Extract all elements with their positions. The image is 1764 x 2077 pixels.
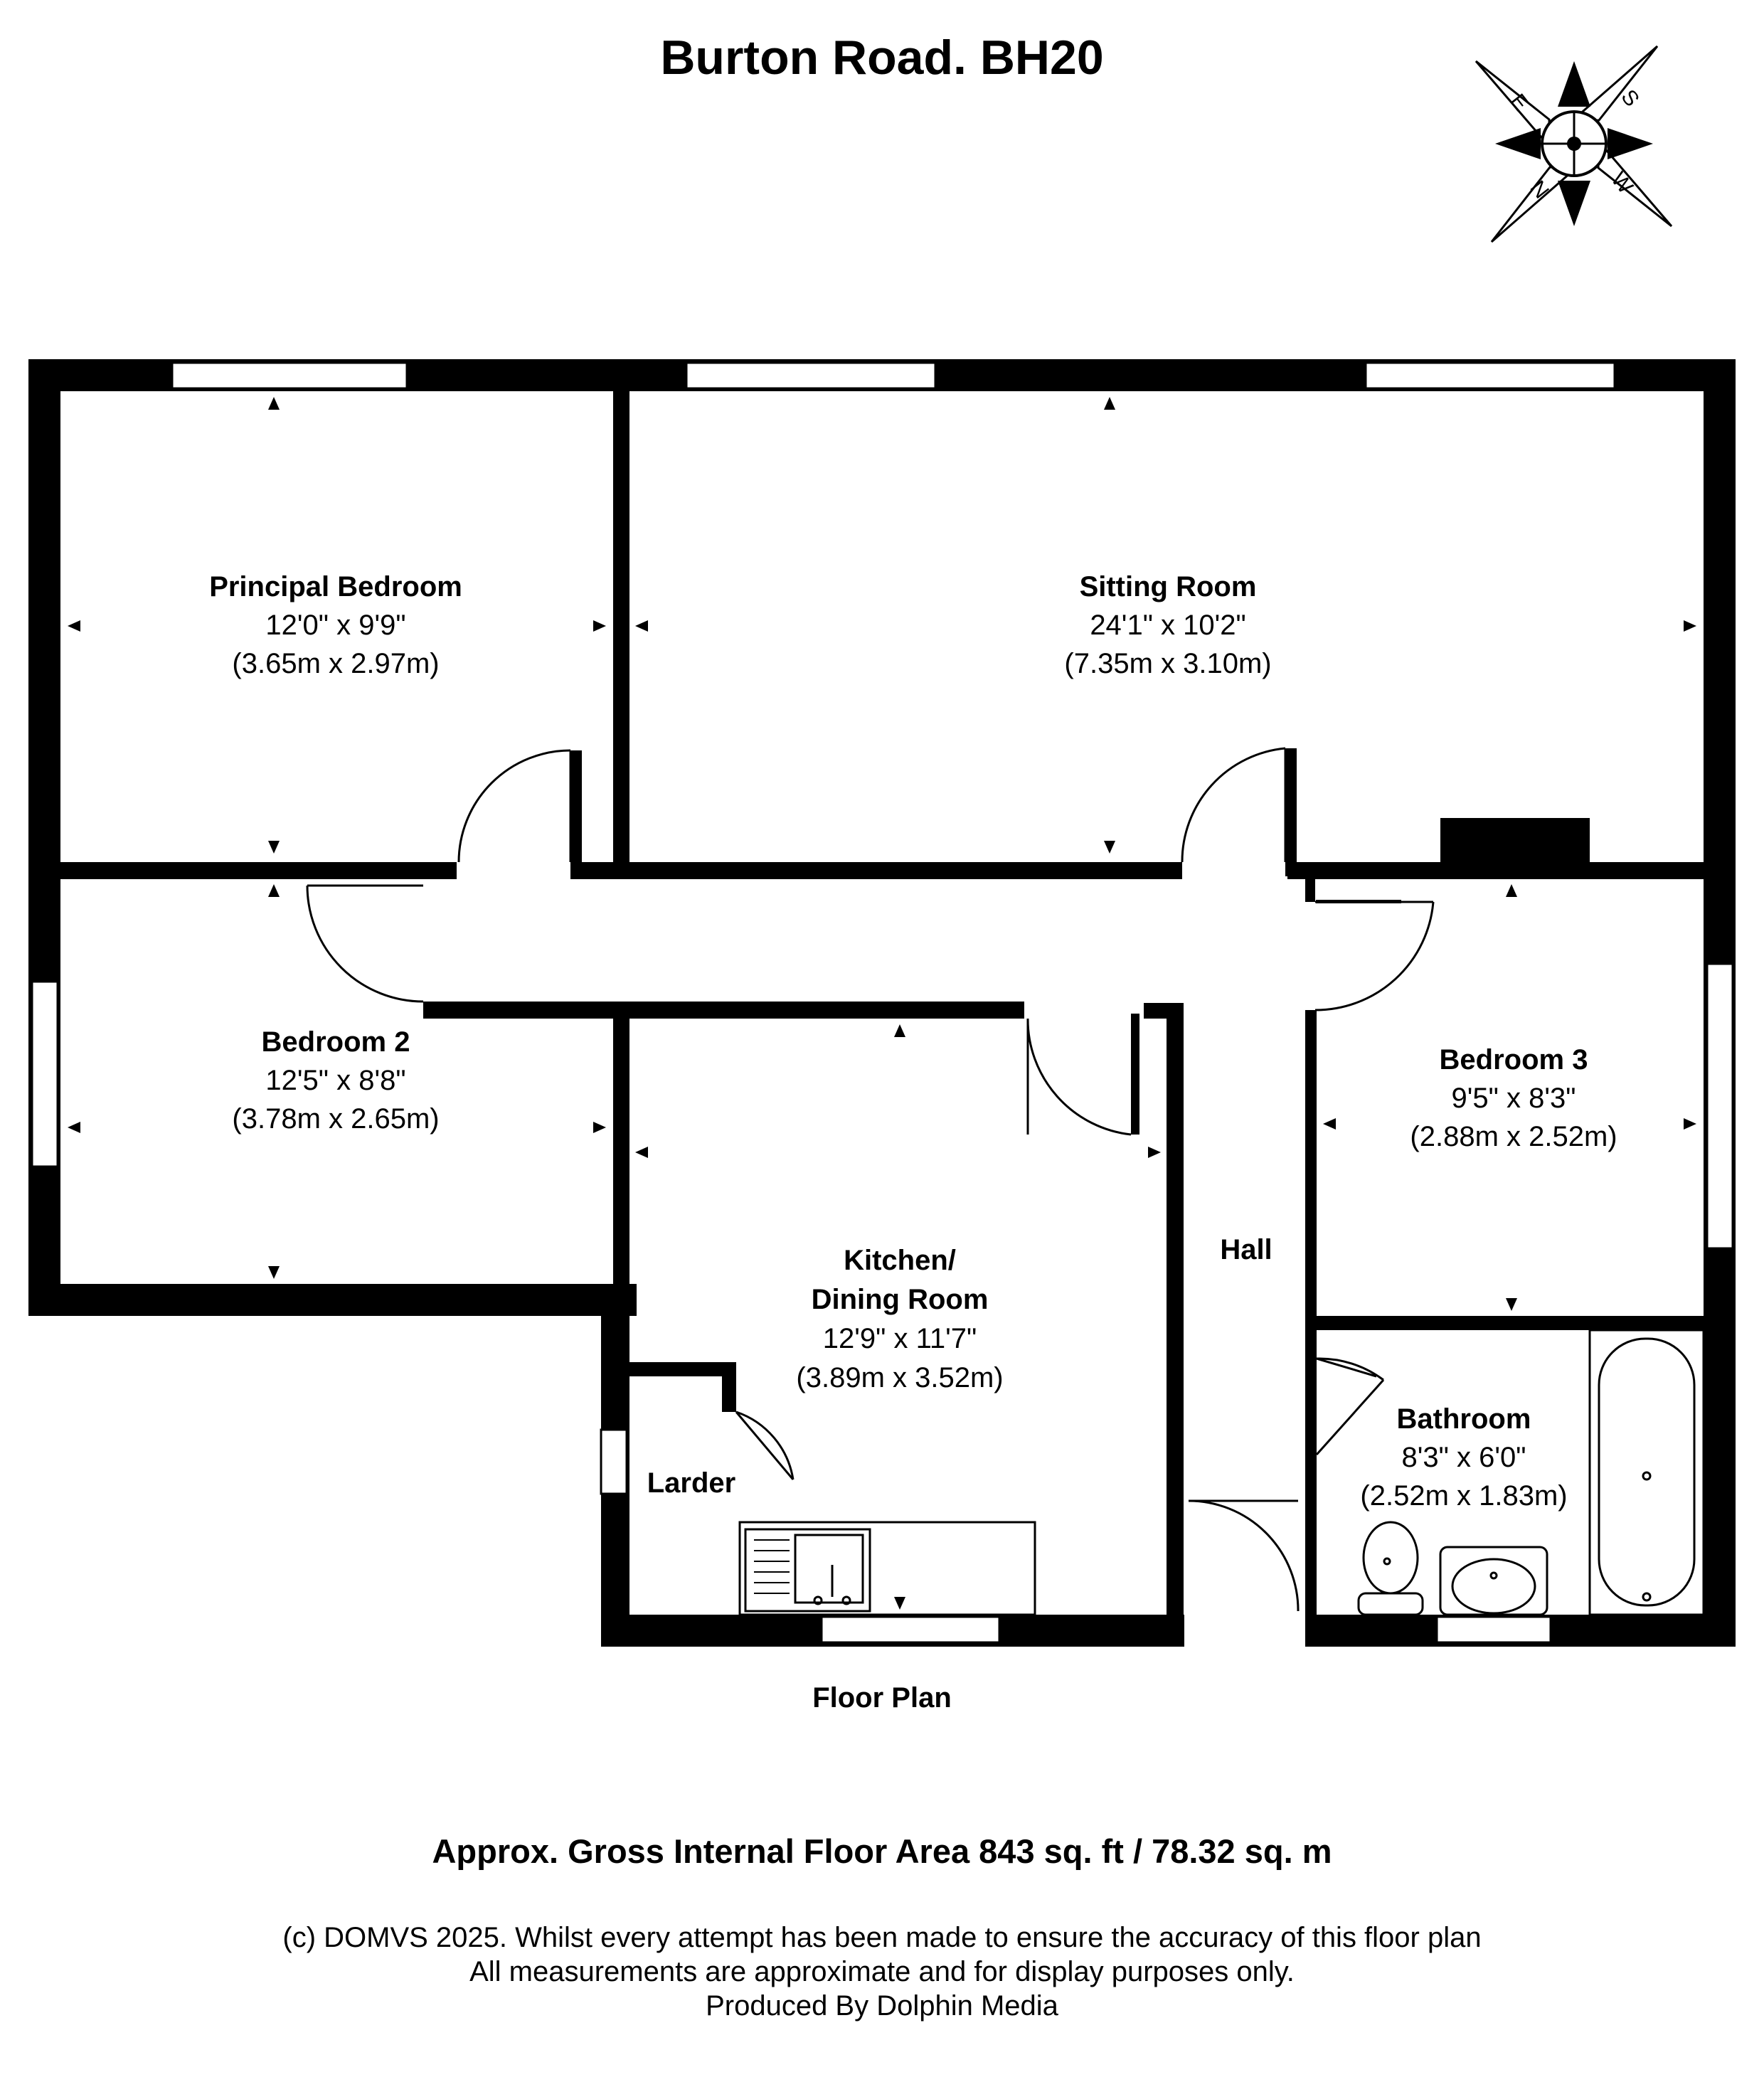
floor-area: Approx. Gross Internal Floor Area 843 sq… [432,1832,1332,1870]
disclaimer-line-2: All measurements are approximate and for… [469,1956,1295,1987]
bedroom-3-metric: (2.88m x 2.52m) [1410,1121,1617,1152]
disclaimer-line-3: Produced By Dolphin Media [706,1990,1058,2022]
plan-label: Floor Plan [812,1682,952,1714]
measurement-arrows [68,397,1696,1610]
kitchen-metric: (3.89m x 3.52m) [796,1362,1003,1393]
larder-name: Larder [647,1467,736,1499]
sitting-room-metric: (7.35m x 3.10m) [1064,648,1271,679]
windows [31,361,1734,1644]
compass-icon [1475,45,1673,243]
disclaimer-line-1: (c) DOMVS 2025. Whilst every attempt has… [282,1922,1482,1953]
bedroom-3-name: Bedroom 3 [1440,1044,1588,1075]
bathroom-metric: (2.52m x 1.83m) [1360,1480,1567,1512]
bathroom-name: Bathroom [1397,1403,1531,1435]
bedroom-2-name: Bedroom 2 [262,1026,410,1058]
principal-bedroom-name: Principal Bedroom [209,571,462,602]
sitting-room-name: Sitting Room [1080,571,1257,602]
bedroom-3-imperial: 9'5" x 8'3" [1452,1083,1576,1114]
principal-bedroom-metric: (3.65m x 2.97m) [232,648,439,679]
kitchen-imperial: 12'9" x 11'7" [823,1323,977,1354]
sitting-room-imperial: 24'1" x 10'2" [1090,610,1245,641]
kitchen-name-line2: Dining Room [812,1284,989,1315]
principal-bedroom-imperial: 12'0" x 9'9" [265,610,405,641]
interior-walls [50,384,1732,1647]
fixtures [738,1329,1705,1616]
bedroom-2-imperial: 12'5" x 8'8" [265,1065,405,1096]
doors [306,747,1435,1612]
bedroom-2-metric: (3.78m x 2.65m) [232,1103,439,1135]
bathroom-imperial: 8'3" x 6'0" [1402,1442,1526,1473]
page-title: Burton Road. BH20 [660,31,1104,85]
kitchen-name-line1: Kitchen/ [844,1245,956,1276]
hall-name: Hall [1220,1234,1272,1265]
disclaimer: (c) DOMVS 2025. Whilst every attempt has… [0,1921,1764,2023]
